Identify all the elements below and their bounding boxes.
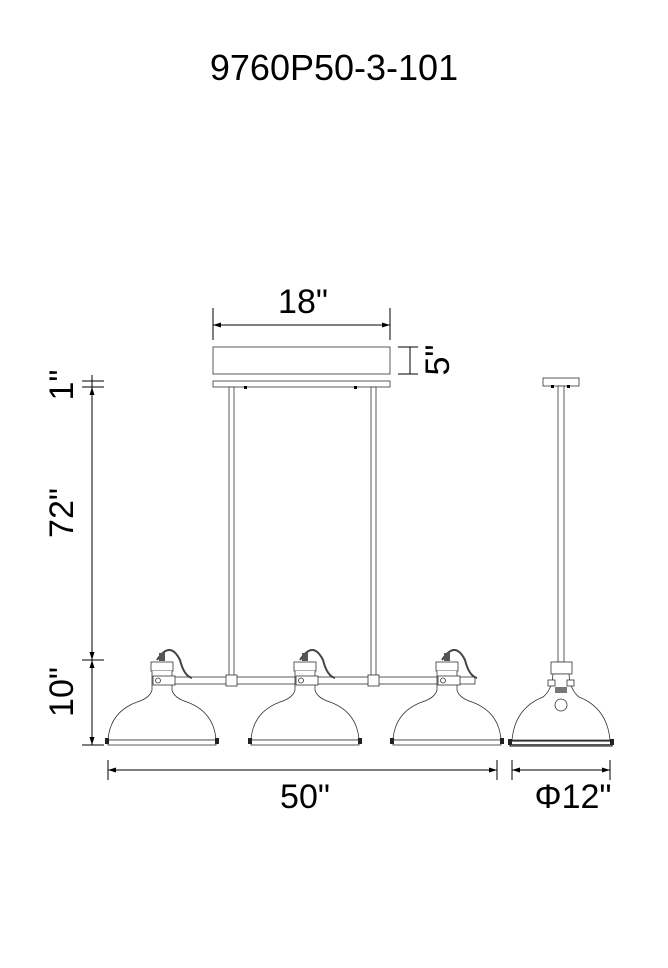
rod-left xyxy=(228,386,235,678)
shade-height-label: 10" xyxy=(43,667,81,717)
shade-diameter-label: Φ12" xyxy=(534,778,611,816)
ceiling-plate xyxy=(212,380,391,388)
shade-diameter-dimension: Φ12" xyxy=(511,760,612,816)
canopy-box xyxy=(212,346,391,375)
canopy-height-label: 5" xyxy=(419,345,457,376)
pendant-shade-3 xyxy=(390,649,504,746)
front-view-fixture xyxy=(105,380,504,746)
side-view-fixture xyxy=(508,377,614,747)
pendant-shade-1 xyxy=(105,649,219,746)
overall-width-label: 50" xyxy=(280,778,330,816)
canopy-height-dimension: 5" xyxy=(398,345,457,376)
overall-width-dimension: 50" xyxy=(107,760,498,816)
canopy-width-dimension: 18" xyxy=(212,283,391,340)
top-offset-label: 1" xyxy=(43,370,81,401)
height-dimensions: 1" 72" 10" xyxy=(43,370,104,746)
rod-right xyxy=(370,386,377,678)
pendant-shade-2 xyxy=(248,649,362,746)
rod-length-label: 72" xyxy=(43,488,81,538)
canopy-width-label: 18" xyxy=(278,283,328,321)
model-number-title: 9760P50-3-101 xyxy=(210,47,458,88)
